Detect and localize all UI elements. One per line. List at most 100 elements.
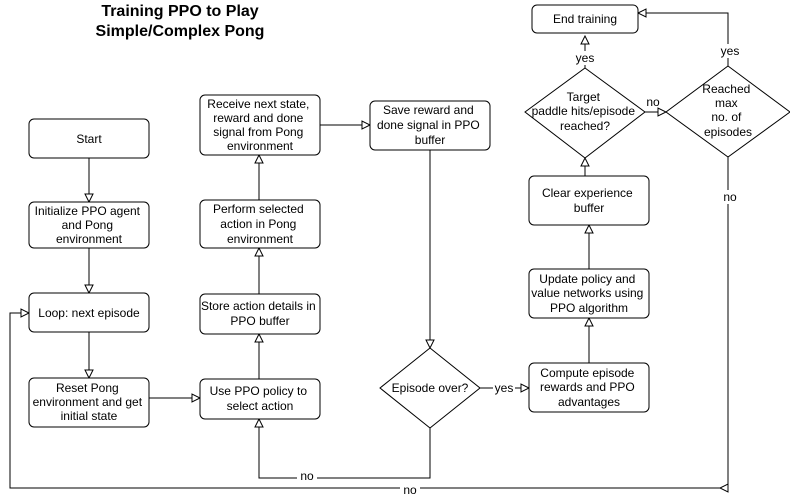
clear-label-2: buffer: [574, 201, 604, 215]
node-start: Start: [28, 118, 150, 159]
node-compute: Compute episode rewards and PPO advantag…: [528, 362, 650, 413]
arrow-into-loop: [84, 284, 94, 295]
arrow-into-init: [84, 193, 94, 204]
node-target: Target paddle hits/episode reached?: [524, 67, 646, 159]
node-clear: Clear experience buffer: [528, 175, 650, 226]
target-label-1: Target: [567, 90, 601, 104]
update-label-1: Update policy and: [539, 272, 635, 286]
node-use-policy: Use PPO policy to select action: [199, 378, 321, 420]
arrow-into-receive: [254, 153, 264, 164]
arrow-into-max-loop-bottom: [718, 483, 729, 493]
arrow-into-loop-from-max: [20, 308, 31, 318]
edge-labels: yes no yes no yes no no: [297, 44, 741, 497]
target-label-2: paddle hits/episode: [532, 104, 636, 118]
arrow-into-use-policy: [191, 393, 202, 403]
perform-label-3: environment: [227, 232, 294, 246]
label-target-no: no: [646, 95, 660, 109]
loop-label: Loop: next episode: [38, 306, 140, 320]
update-label-3: PPO algorithm: [550, 301, 628, 315]
arrow-into-clear: [584, 223, 594, 234]
episode-over-label: Episode over?: [392, 381, 469, 395]
svg-text:Start: Start: [76, 132, 102, 146]
compute-label-1: Compute episode: [540, 366, 634, 380]
update-label-2: value networks using: [531, 286, 643, 300]
label-episode-yes: yes: [495, 381, 514, 395]
node-perform: Perform selected action in Pong environm…: [199, 199, 321, 249]
label-target-yes: yes: [576, 51, 595, 65]
max-label-2: max: [715, 96, 738, 110]
init-label-2: and Pong: [62, 218, 113, 232]
label-max-no-upper: no: [723, 190, 737, 204]
svg-text:Reached max no. of: Reached max no. of episodes: [702, 82, 753, 139]
node-init: Initialize PPO agent and Pong environmen…: [28, 201, 150, 249]
perform-label-2: action in Pong: [220, 217, 296, 231]
arrow-into-episode-over: [425, 339, 435, 350]
node-save: Save reward and done signal in PPO buffe…: [369, 100, 491, 151]
svg-text:Update policy and value: Update policy and value networks using P…: [531, 272, 646, 315]
arrow-into-compute: [520, 383, 531, 393]
store-label-1: Store action details in: [201, 299, 316, 313]
arrow-into-end: [580, 34, 590, 45]
arrow-into-save: [361, 120, 372, 130]
edge-max-end: [646, 12, 729, 66]
node-receive: Receive next state, reward and done sign…: [199, 94, 321, 156]
title-line-1: Training PPO to Play: [101, 3, 259, 20]
label-max-no-lower: no: [403, 483, 417, 497]
init-label-1: Initialize PPO agent: [35, 204, 141, 218]
max-label-3: no. of: [711, 110, 742, 124]
svg-text:Episode over?: Episode over?: [392, 381, 469, 395]
node-end: End training: [531, 4, 639, 34]
clear-label-1: Clear experience: [542, 186, 633, 200]
svg-text:Perform selected action: Perform selected action in Pong environm…: [213, 202, 307, 246]
arrow-into-perform: [254, 246, 264, 257]
compute-label-3: advantages: [558, 395, 620, 409]
compute-label-2: rewards and PPO: [540, 380, 635, 394]
svg-text:Receive next state, rewa: Receive next state, reward and done sign…: [207, 97, 312, 153]
receive-label-2: reward and done: [213, 111, 303, 125]
perform-label-1: Perform selected: [213, 202, 304, 216]
svg-text:Compute episode rewards: Compute episode rewards and PPO advantag…: [540, 366, 638, 409]
node-store: Store action details in PPO buffer: [199, 293, 321, 335]
node-episode-over: Episode over?: [379, 347, 481, 429]
save-label-1: Save reward and: [383, 103, 474, 117]
edges: [9, 8, 729, 493]
max-label-4: episodes: [704, 125, 752, 139]
max-label-1: Reached: [702, 82, 750, 96]
svg-text:End training: End training: [553, 12, 617, 26]
node-max: Reached max no. of episodes: [665, 65, 790, 158]
edge-max-loop: [9, 157, 729, 489]
node-loop: Loop: next episode: [28, 292, 150, 333]
use-policy-label-2: select action: [227, 399, 294, 413]
label-episode-no: no: [300, 469, 314, 483]
arrow-into-update: [584, 316, 594, 327]
target-label-3: reached?: [560, 119, 610, 133]
svg-text:Save reward and done sig: Save reward and done signal in PPO buffe…: [377, 103, 483, 147]
svg-text:Target paddle hits/episo: Target paddle hits/episode reached?: [532, 90, 639, 133]
arrow-into-use-policy-from-no: [254, 417, 264, 428]
reset-label-2: environment and get: [33, 395, 143, 409]
title-line-2: Simple/Complex Pong: [95, 23, 265, 40]
save-label-3: buffer: [415, 133, 445, 147]
start-label: Start: [76, 132, 102, 146]
receive-label-4: environment: [227, 139, 294, 153]
arrow-into-target: [580, 156, 590, 167]
svg-text:Store action details in: Store action details in PPO buffer: [201, 299, 319, 328]
diagram-title: Training PPO to Play Simple/Complex Pong: [70, 2, 290, 42]
receive-label-3: signal from Pong: [213, 125, 303, 139]
svg-text:Loop: next episode: Loop: next episode: [38, 306, 140, 320]
edge-episode-over-use-policy: [258, 427, 431, 479]
reset-label-1: Reset Pong: [56, 381, 119, 395]
node-update: Update policy and value networks using P…: [528, 268, 650, 319]
reset-label-3: initial state: [61, 409, 118, 423]
svg-text:Use PPO policy to select: Use PPO policy to select action: [210, 384, 311, 413]
end-label: End training: [553, 12, 617, 26]
node-reset: Reset Pong environment and get initial s…: [28, 377, 150, 428]
save-label-2: done signal in PPO: [377, 118, 480, 132]
svg-text:Initialize PPO agent and: Initialize PPO agent and Pong environmen…: [35, 204, 144, 246]
receive-label-1: Receive next state,: [207, 97, 309, 111]
arrow-into-end-from-max: [636, 8, 647, 18]
init-label-3: environment: [56, 232, 123, 246]
arrow-into-max: [657, 107, 668, 117]
use-policy-label-1: Use PPO policy to: [210, 384, 308, 398]
